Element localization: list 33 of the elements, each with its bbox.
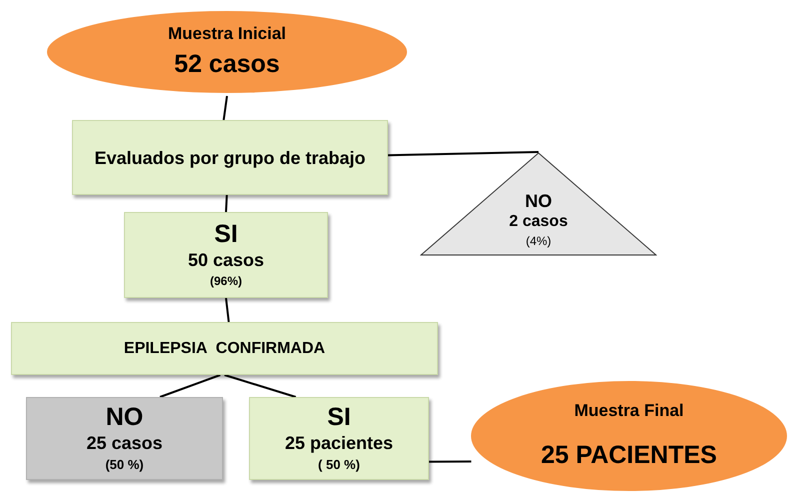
node-text: 25 casos [86, 432, 163, 455]
node-text: (50 %) [105, 456, 144, 474]
node-text: NO [106, 402, 144, 431]
exclusion-triangle [420, 152, 657, 256]
process-box [11, 322, 438, 375]
connector-line [222, 96, 228, 120]
node-text: Evaluados por grupo de trabajo [93, 146, 367, 170]
process-box [72, 120, 388, 195]
node-text: 50 casos [188, 249, 264, 272]
node-text: 25 PACIENTES [541, 440, 717, 471]
node-text: (4%) [526, 233, 552, 250]
node-text: 25 pacientes [284, 432, 394, 455]
node-text: Muestra Final [574, 400, 684, 422]
excluded-box [26, 397, 223, 480]
node-text: 2 casos [509, 212, 568, 232]
process-box [124, 212, 328, 298]
process-box [249, 397, 429, 480]
connector-line [388, 151, 539, 156]
node-text: SI [214, 220, 238, 248]
node-text: ( 50 %) [318, 456, 360, 474]
end-ellipse [468, 378, 790, 494]
connector-line [225, 194, 228, 212]
connector-line [224, 374, 296, 398]
connector-line [225, 298, 230, 322]
connector-line [160, 374, 221, 398]
node-text: SI [327, 402, 351, 431]
node-text: (96%) [210, 273, 242, 290]
node-text: 52 casos [174, 49, 280, 80]
node-text: NO [525, 190, 552, 212]
node-text: Muestra Inicial [168, 22, 286, 44]
connector-line [429, 460, 472, 463]
node-text: EPILEPSIA CONFIRMADA [124, 338, 326, 358]
start-ellipse [44, 8, 410, 96]
